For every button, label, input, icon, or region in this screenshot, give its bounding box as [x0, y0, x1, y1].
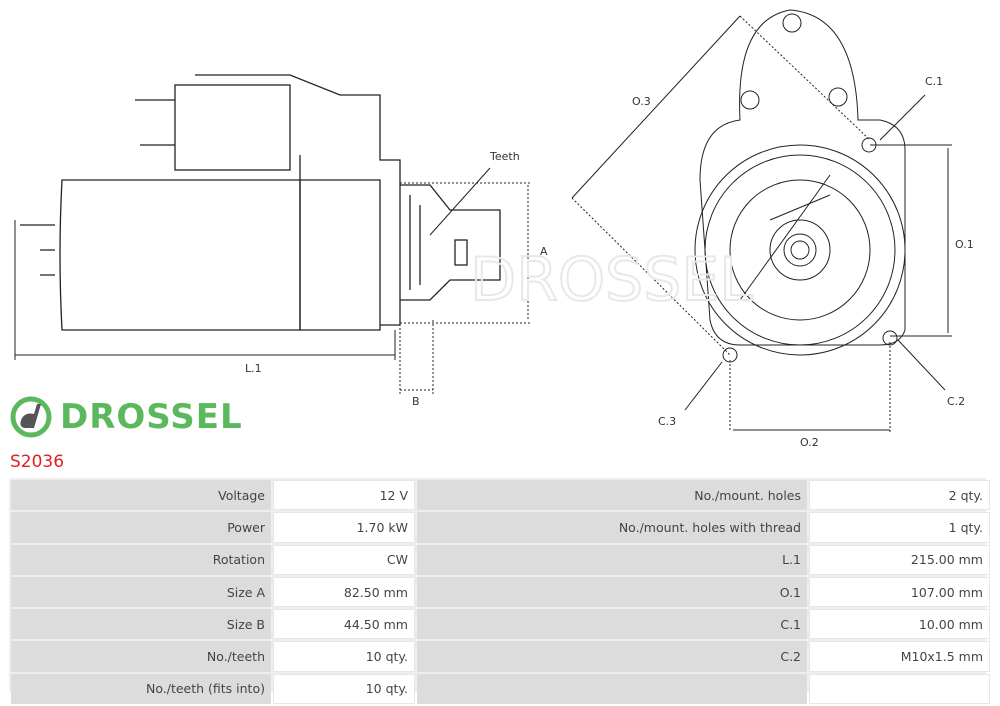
spec-value: 107.00 mm: [809, 576, 990, 608]
product-code: S2036: [10, 452, 65, 472]
label-o1: O.1: [955, 238, 974, 251]
spec-label: Voltage: [11, 480, 271, 511]
spec-value: 2 qty.: [809, 480, 990, 511]
spec-label: [417, 673, 807, 705]
spec-label: No./teeth (fits into): [11, 673, 271, 705]
spec-label: No./mount. holes with thread: [417, 512, 807, 543]
spec-label: Power: [11, 512, 271, 543]
drossel-logo: DROSSEL: [10, 396, 243, 438]
label-b: B: [412, 395, 420, 408]
spec-value: M10x1.5 mm: [809, 641, 990, 672]
spec-value: 44.50 mm: [273, 609, 415, 640]
label-c2: C.2: [947, 395, 965, 408]
logo-text: DROSSEL: [60, 397, 243, 437]
spec-value: 10 qty.: [273, 673, 415, 705]
spec-label: C.1: [417, 609, 807, 640]
spec-label: L.1: [417, 544, 807, 575]
spec-value: 1 qty.: [809, 512, 990, 543]
spec-value: 82.50 mm: [273, 576, 415, 608]
spec-value: 10.00 mm: [809, 609, 990, 640]
label-o2: O.2: [800, 436, 819, 449]
spec-value: CW: [273, 544, 415, 575]
spec-value: 1.70 kW: [273, 512, 415, 543]
label-teeth: Teeth: [489, 150, 520, 163]
spec-label: Rotation: [11, 544, 271, 575]
spec-label: No./teeth: [11, 641, 271, 672]
spec-label: Size B: [11, 609, 271, 640]
label-c3: C.3: [658, 415, 676, 428]
spec-value: 10 qty.: [273, 641, 415, 672]
spec-label: C.2: [417, 641, 807, 672]
spec-label: O.1: [417, 576, 807, 608]
spec-value: 215.00 mm: [809, 544, 990, 575]
spec-label: Size A: [11, 576, 271, 608]
spec-row: No./teeth (fits into)10 qty.: [11, 673, 990, 705]
label-c1: C.1: [925, 75, 943, 88]
spec-label: No./mount. holes: [417, 480, 807, 511]
spec-value: [809, 673, 990, 705]
label-l1: L.1: [245, 362, 262, 375]
label-o3: O.3: [632, 95, 651, 108]
logo-icon: [10, 396, 52, 438]
label-a: A: [540, 245, 548, 258]
watermark-text: DROSSEL: [470, 245, 753, 315]
spec-value: 12 V: [273, 480, 415, 511]
starter-technical-drawing: DROSSEL Teeth A B L.1 O.1 O.2 O.3 C.1 C.…: [14, 9, 974, 449]
